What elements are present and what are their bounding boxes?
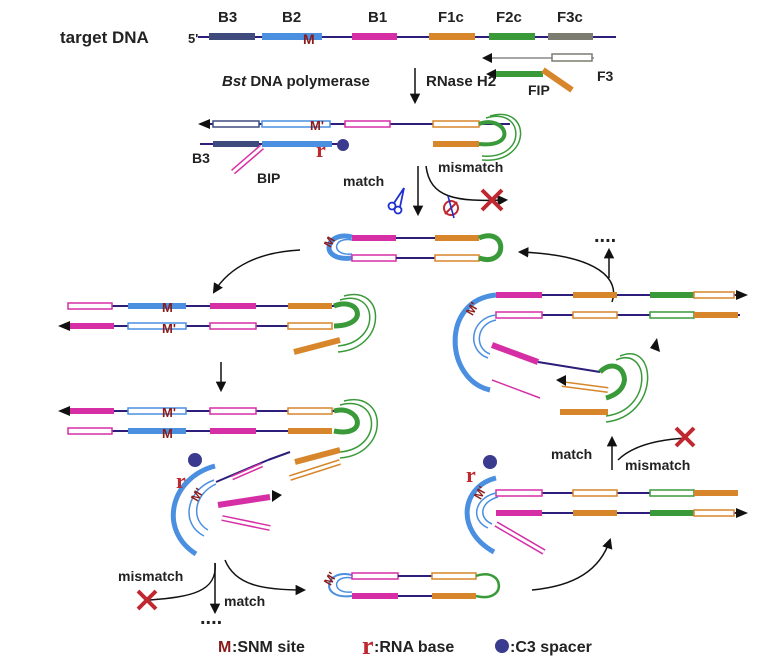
cross-icon-top: [480, 188, 504, 212]
label-b1: B1: [368, 9, 387, 26]
polymerase-italic: Bst: [222, 73, 247, 90]
branch-bottom: mismatch match ....: [118, 559, 307, 629]
region-b2: [262, 33, 322, 40]
label-b3: B3: [218, 9, 237, 26]
label-b2: B2: [282, 9, 301, 26]
m-panel-b: M: [162, 426, 173, 441]
target-dna-label: target DNA: [60, 28, 149, 47]
label-f3: F3: [597, 68, 614, 84]
mismatch-label-top: mismatch: [438, 159, 503, 175]
match-label-top: match: [343, 173, 384, 189]
m-prime-step2: M': [310, 118, 324, 133]
right-lower-panel: r M': [464, 455, 748, 555]
cross-icon-right: [674, 426, 696, 448]
enzyme-step: Bst DNA polymerase RNase H2: [222, 68, 496, 105]
branch-top: match mismatch: [343, 159, 509, 219]
mismatch-label-bottom: mismatch: [118, 568, 183, 584]
mismatch-label-right: mismatch: [625, 457, 690, 473]
legend-spacer-icon: [495, 639, 509, 653]
label-fip: FIP: [528, 82, 550, 98]
m-panel-a: M: [162, 300, 173, 315]
match-label-right: match: [551, 446, 592, 462]
label-b3-primer: B3: [192, 150, 210, 166]
legend-snm-text: :SNM site: [232, 639, 305, 656]
svg-text:Bst DNA polymerase: Bst DNA polymerase: [222, 73, 370, 90]
step2-strands: M' r B3 BIP: [192, 113, 522, 186]
label-f3c: F3c: [557, 9, 583, 26]
rna-base-right: r: [466, 462, 476, 487]
dumbbell-bottom: M': [321, 570, 501, 599]
legend-rna-symbol: r: [362, 631, 374, 659]
c3-spacer-ball-left: [188, 453, 202, 467]
target-dna: target DNA 5' B3 B2 M B1 F1c F2c F3c: [60, 9, 616, 47]
scissors-icon: [387, 187, 405, 215]
legend-rna-text: :RNA base: [374, 639, 454, 656]
m-prime-right-lower: M': [471, 484, 490, 502]
continuation-bottom-left: ....: [200, 607, 222, 629]
rna-base-left: r: [176, 468, 186, 493]
region-b1: [352, 33, 397, 40]
rnase-label: RNase H2: [426, 73, 496, 90]
primers-f3-fip: F3 FIP: [482, 53, 614, 98]
region-f3c: [548, 33, 593, 40]
c3-spacer-ball-right: [483, 455, 497, 469]
label-bip: BIP: [257, 170, 280, 186]
region-f2c: [489, 33, 535, 40]
polymerase-text: DNA polymerase: [246, 73, 370, 90]
legend-snm-symbol: M: [218, 639, 231, 656]
m-prime-panel-a: M': [162, 321, 176, 336]
continuation-top-right: ....: [594, 225, 616, 247]
left-panel-a: M M': [58, 293, 377, 355]
match-label-bottom: match: [224, 593, 265, 609]
region-f1c: [429, 33, 475, 40]
c3-spacer-ball: [337, 139, 349, 151]
label-f2c: F2c: [496, 9, 522, 26]
m-prime-panel-b: M': [162, 405, 176, 420]
legend-spacer-text: :C3 spacer: [510, 639, 592, 656]
label-f1c: F1c: [438, 9, 464, 26]
legend: M :SNM site r :RNA base :C3 spacer: [218, 631, 592, 659]
branch-right: match mismatch: [551, 426, 696, 473]
cross-icon-bottom: [136, 589, 158, 611]
scissors-blocked-icon: [443, 195, 459, 219]
region-b3: [209, 33, 255, 40]
five-prime-label: 5': [188, 31, 198, 46]
dumbbell-step3: M: [321, 233, 504, 263]
right-upper-panel: M': [452, 290, 748, 423]
m-prime-left: M': [188, 486, 207, 504]
left-panel-b: M' M r M': [58, 398, 378, 557]
m-prime-bottom: M': [321, 570, 340, 588]
snm-site-label: M: [303, 31, 315, 47]
m-prime-right-upper: M': [463, 300, 482, 318]
rna-base-step2: r: [316, 137, 326, 162]
